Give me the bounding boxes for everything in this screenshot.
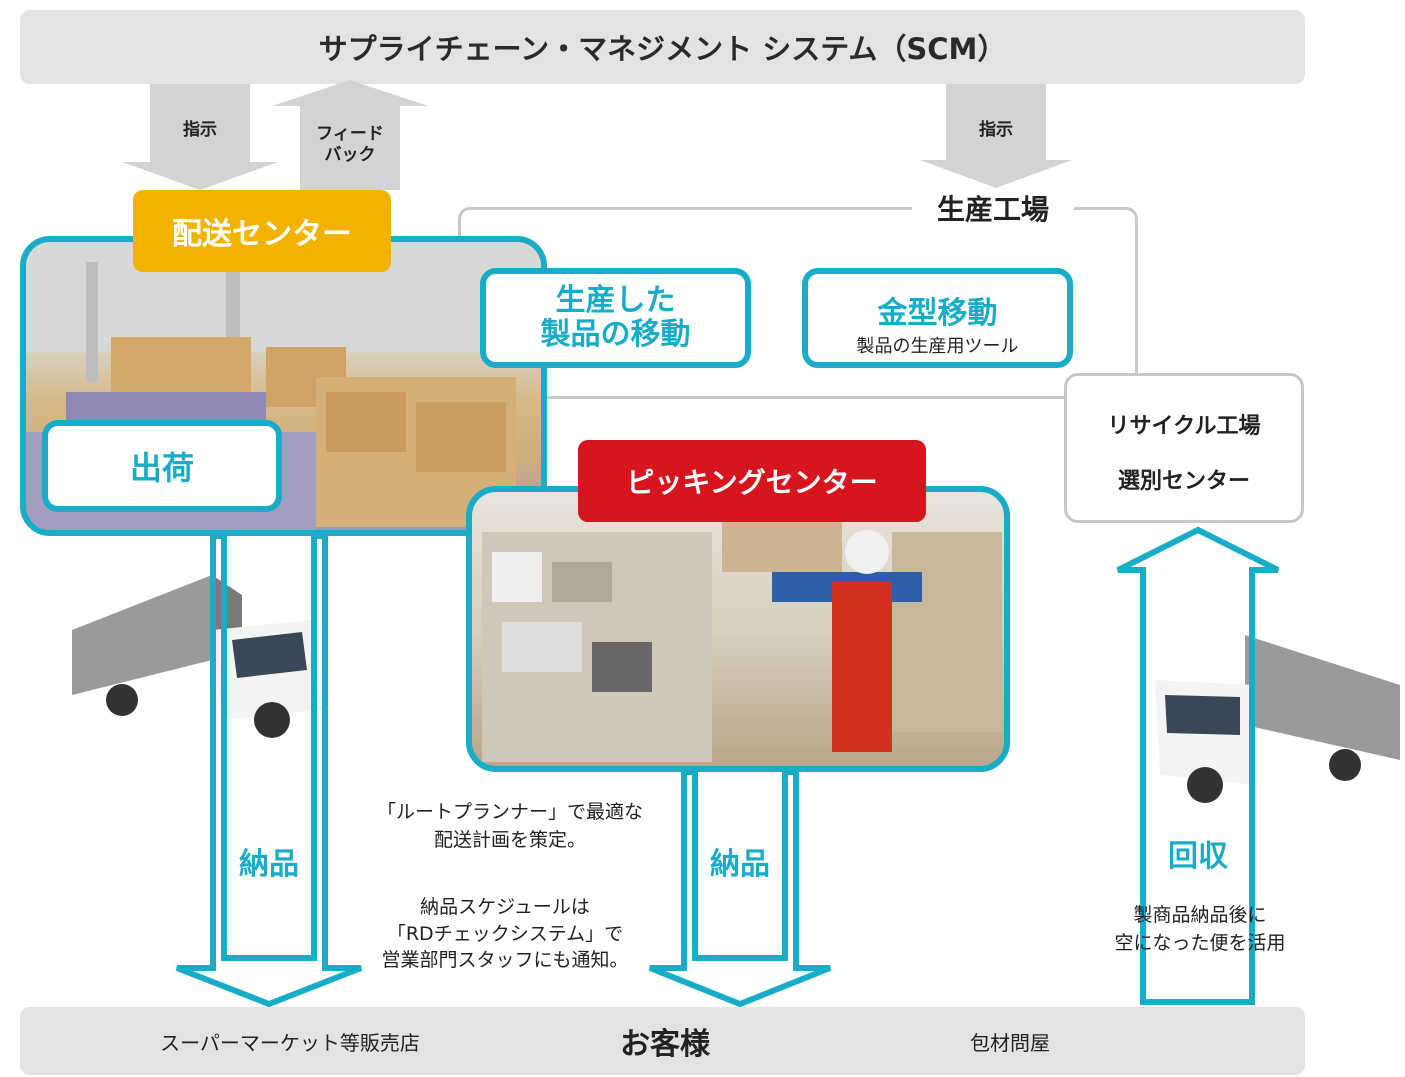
feedback-arrow: [272, 80, 428, 190]
factory-title: 生産工場: [912, 190, 1074, 226]
scm-title: サプライチェーン・マネジメント システム（SCM）: [318, 32, 1007, 66]
customers-bar: スーパーマーケット等販売店 お客様 包材問屋: [20, 1007, 1305, 1075]
delivery-middle-label: 納品: [710, 847, 770, 882]
delivery-left-label: 納品: [239, 847, 299, 882]
instruction-arrow-left: [122, 84, 278, 190]
mold-move-sub: 製品の生産用ツール: [856, 336, 1019, 357]
collection-note: 製商品納品後に 空になった便を活用: [1114, 904, 1286, 954]
picking-center-label: ピッキングセンター: [578, 440, 926, 522]
customers-title: お客様: [620, 1027, 710, 1062]
instruction-right-label: 指示: [979, 119, 1013, 140]
truck-left-icon: [72, 575, 322, 738]
route-note: 「ルートプランナー」で最適な 配送計画を策定。: [376, 801, 643, 851]
recycle-line1: リサイクル工場: [1107, 414, 1261, 439]
product-move-box: 生産した 製品の移動: [480, 268, 751, 368]
picking-illustration: [482, 512, 1002, 762]
collection-label: 回収: [1168, 839, 1228, 874]
customers-left: スーパーマーケット等販売店: [160, 1030, 420, 1055]
scm-arrows: [122, 80, 1072, 190]
picking-center-title: ピッキングセンター: [626, 466, 878, 499]
truck-right-icon: [1155, 635, 1400, 803]
distribution-center-title: 配送センター: [172, 217, 352, 252]
shipping-box: 出荷: [42, 420, 282, 512]
mold-move-title: 金型移動: [877, 296, 998, 331]
recycle-line2: 選別センター: [1117, 469, 1250, 494]
feedback-label: フィード バック: [316, 123, 384, 165]
picking-center-photo: [466, 486, 1010, 772]
scm-bar: サプライチェーン・マネジメント システム（SCM）: [20, 10, 1305, 84]
recycle-box: リサイクル工場 選別センター: [1064, 373, 1304, 523]
product-move-label: 生産した 製品の移動: [540, 282, 691, 352]
customers-right: 包材問屋: [970, 1030, 1050, 1055]
shipping-label: 出荷: [129, 449, 194, 487]
distribution-center-label: 配送センター: [133, 190, 391, 272]
warehouse-illustration: [26, 242, 541, 530]
mold-move-box: 金型移動 製品の生産用ツール: [802, 268, 1073, 368]
instruction-left-label: 指示: [183, 119, 217, 140]
schedule-note: 納品スケジュールは 「RDチェックシステム」で 営業部門スタッフにも通知。: [381, 896, 629, 972]
instruction-arrow-right: [920, 84, 1072, 188]
